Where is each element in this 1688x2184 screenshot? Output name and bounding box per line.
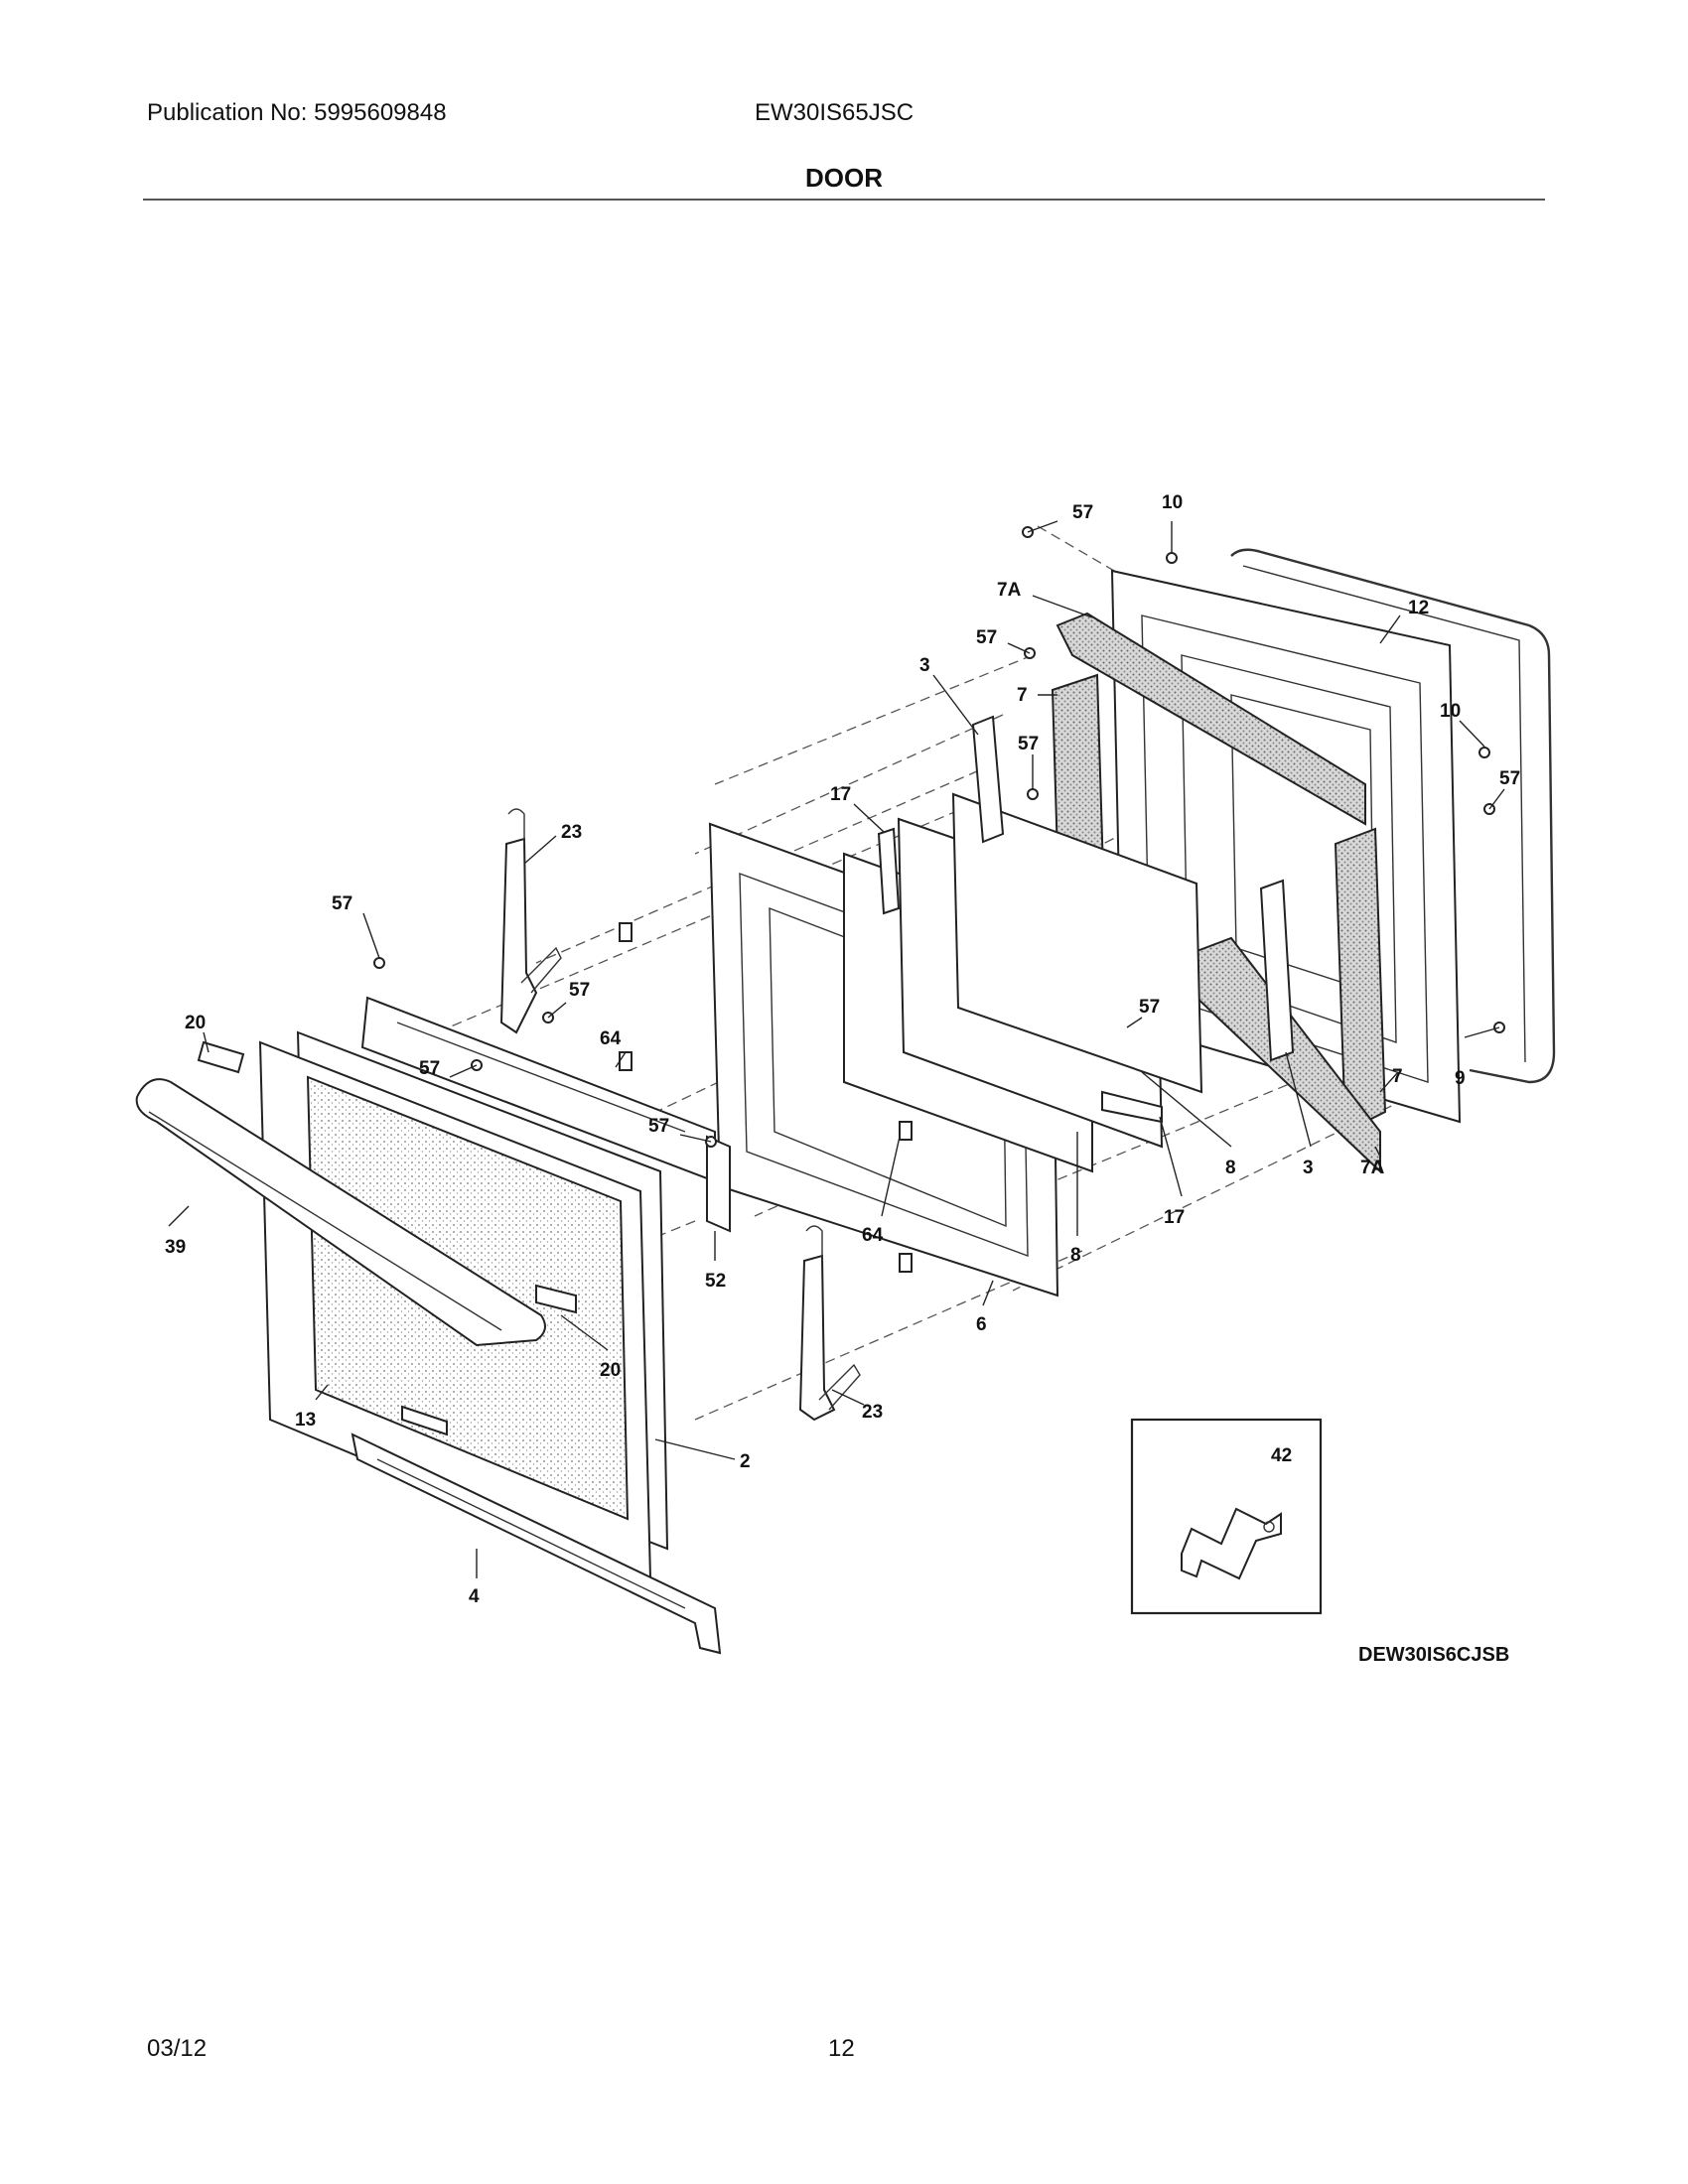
callout-52: 52 [705,1271,726,1292]
callout-17: 17 [1164,1207,1185,1228]
callout-4: 4 [469,1586,480,1607]
publication-date: 03/12 [147,2035,208,2062]
fasteners [373,526,1505,1273]
callout-10: 10 [1440,701,1461,722]
callout-9: 9 [1455,1068,1466,1089]
callout-57: 57 [648,1116,669,1137]
callout-64: 64 [600,1028,622,1049]
glass-panels [843,792,1203,1173]
callout-7: 7 [1017,685,1028,706]
callout-20: 20 [185,1013,206,1033]
callout-64: 64 [862,1225,884,1246]
callout-57: 57 [569,980,590,1001]
callout-57: 57 [1072,502,1093,523]
vent-trim [360,996,731,1233]
callout-7a: 7A [997,580,1022,601]
callout-57: 57 [1139,997,1160,1018]
model-number: EW30IS65JSC [755,99,914,126]
callout-6: 6 [976,1314,987,1335]
callout-17: 17 [830,784,851,805]
bottom-trim [351,1433,722,1655]
callout-57: 57 [332,893,352,914]
publication-number: Publication No: 5995609848 [147,99,447,126]
drawing-code: DEW30IS6CJSB [1358,1644,1509,1666]
callout-57: 57 [1499,768,1520,789]
page-number: 12 [828,2035,855,2062]
callout-7a: 7A [1360,1158,1385,1178]
callout-39: 39 [165,1237,186,1258]
leader-lines [168,520,1505,1578]
callout-2: 2 [740,1451,751,1472]
callout-23: 23 [862,1402,883,1423]
callout-57: 57 [419,1058,440,1079]
callout-13: 13 [295,1410,316,1431]
callout-3: 3 [1303,1158,1314,1178]
callout-12: 12 [1408,598,1429,618]
page-title: DOOR [805,163,883,193]
header-divider [143,199,1545,201]
door-gasket [1230,548,1556,1084]
door-handle [135,1040,577,1347]
callout-57: 57 [1018,734,1039,754]
callout-7: 7 [1392,1066,1403,1087]
callout-42: 42 [1271,1445,1292,1466]
callout-57: 57 [976,627,997,648]
callout-10: 10 [1162,492,1183,513]
inset-box [1130,1418,1323,1615]
callout-labels: 57 10 7A 12 57 7 3 57 10 57 17 23 57 57 … [165,492,1520,1666]
callout-8: 8 [1070,1245,1081,1266]
hinges [499,808,861,1422]
callout-3: 3 [919,655,930,676]
callout-8: 8 [1225,1158,1236,1178]
callout-23: 23 [561,822,582,843]
hinge-brackets [971,715,1295,1062]
callout-20: 20 [600,1360,621,1381]
